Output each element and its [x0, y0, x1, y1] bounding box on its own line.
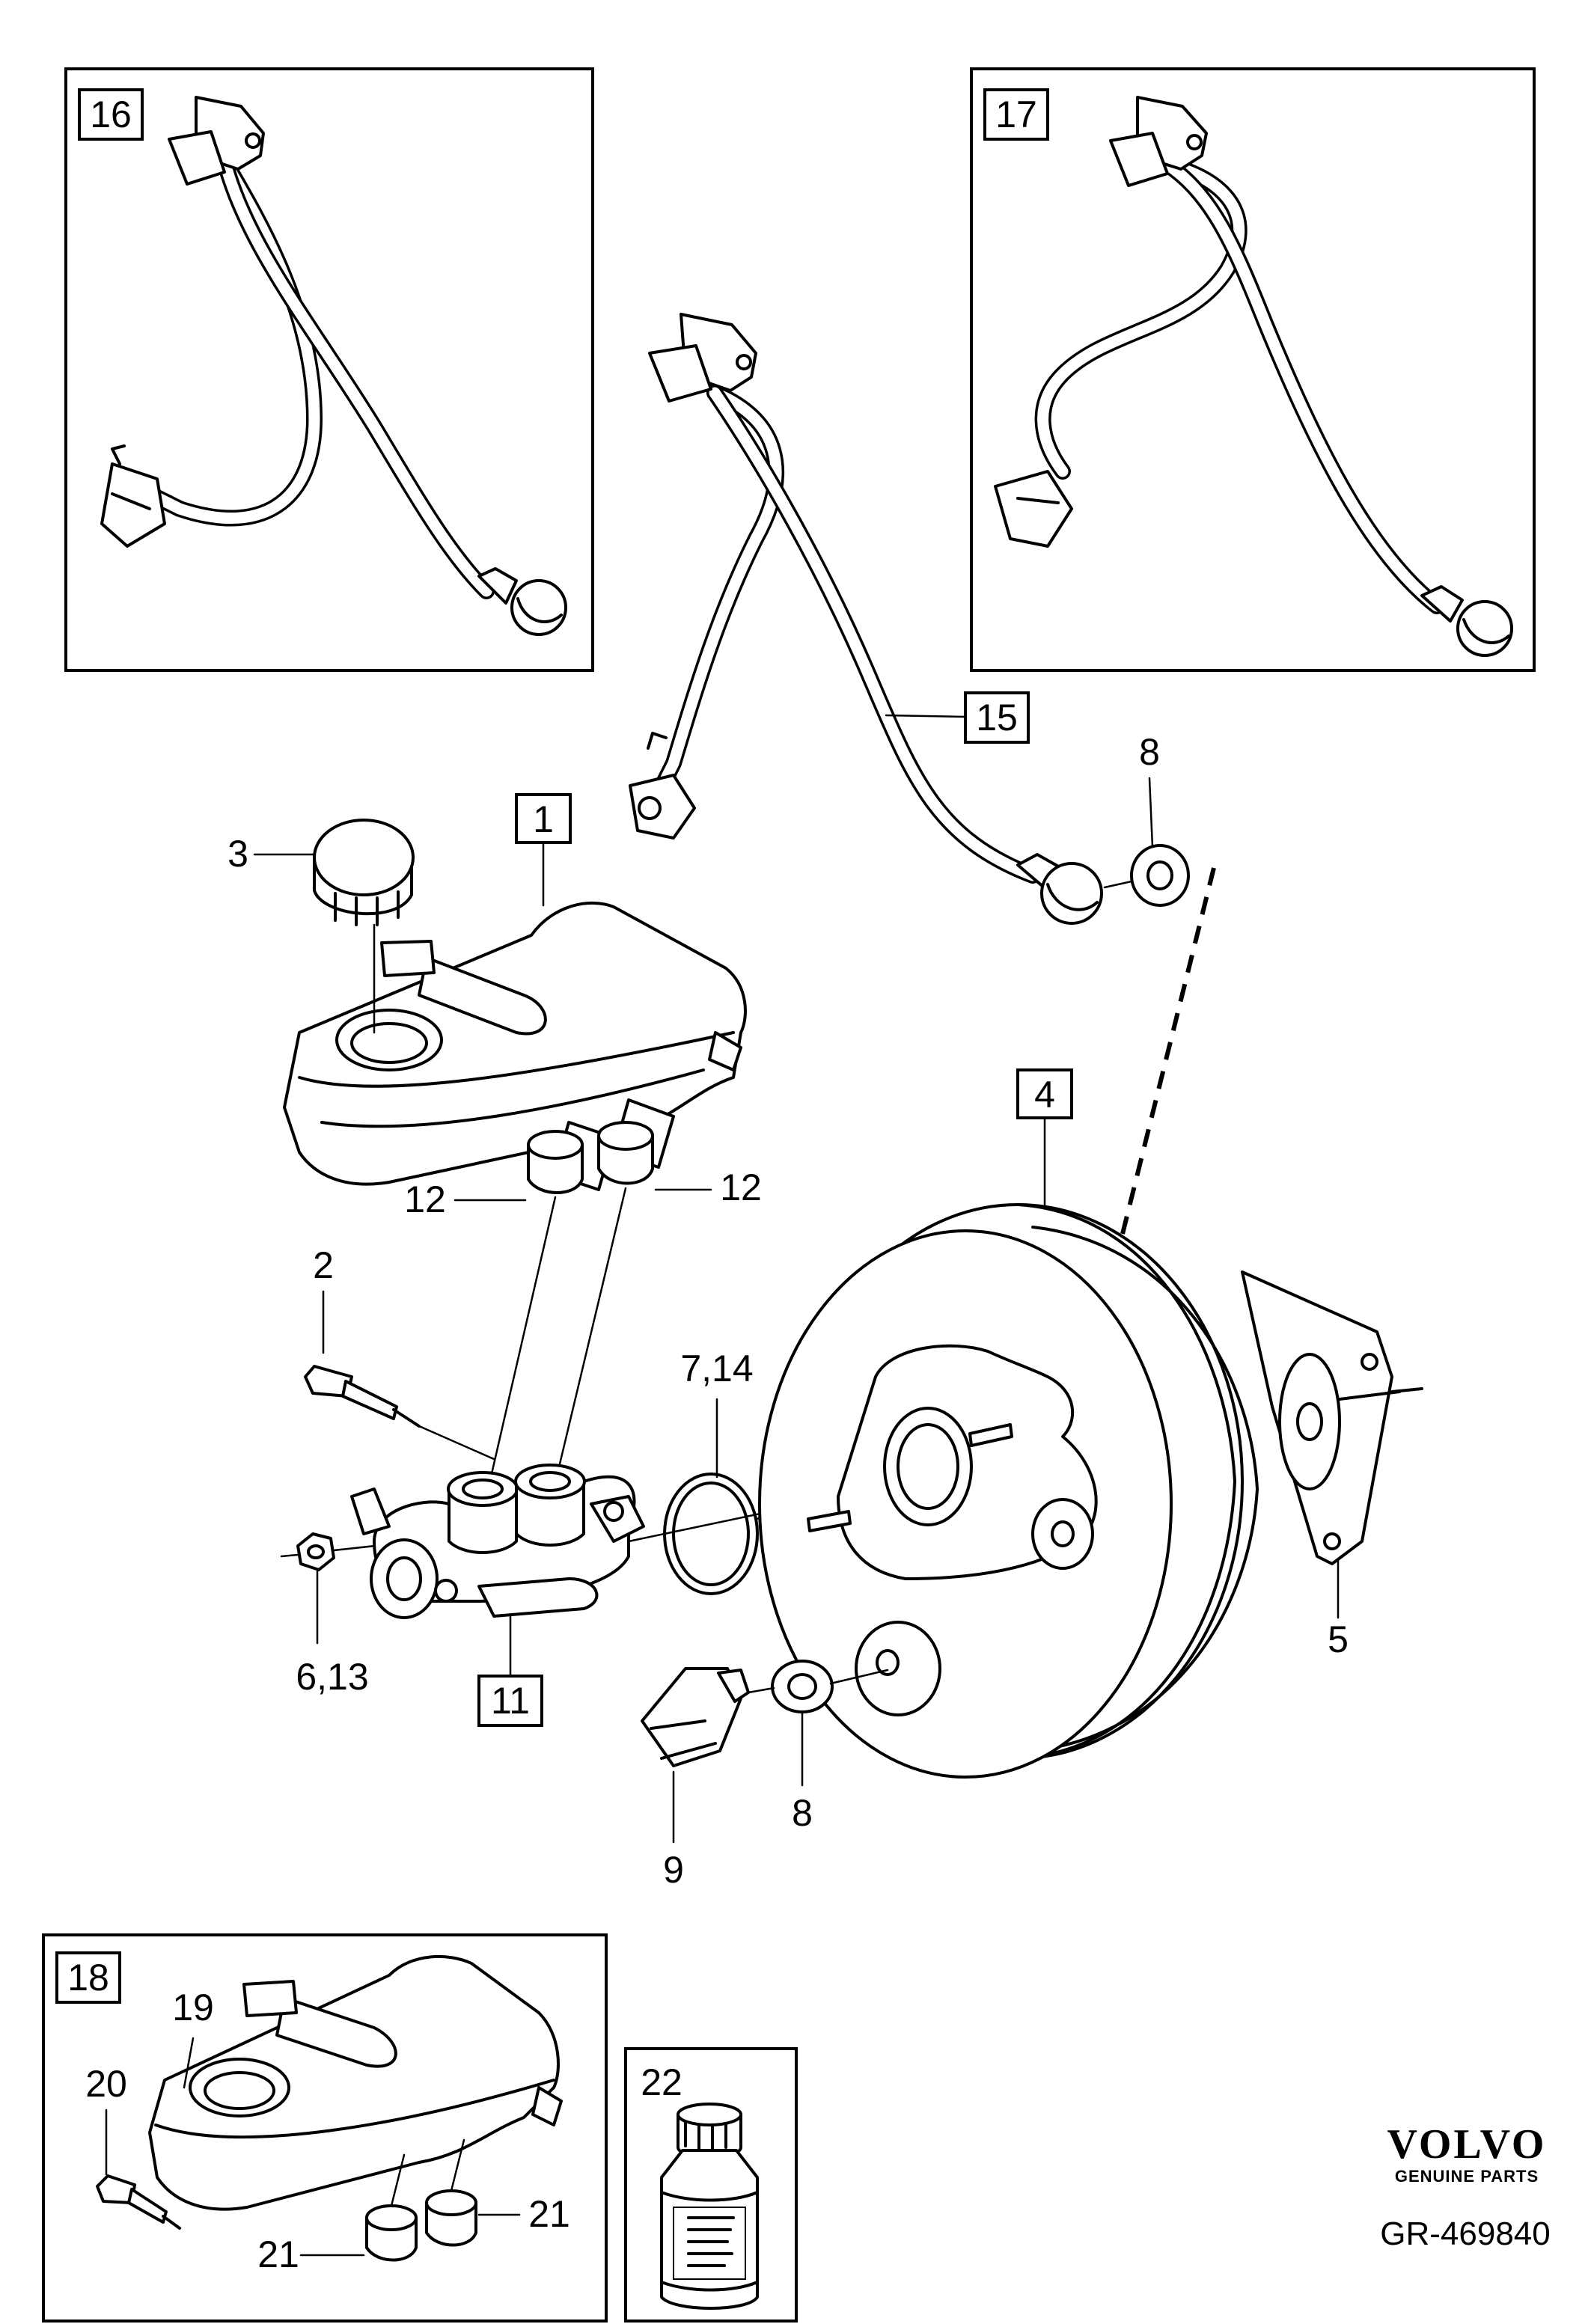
callout-7-14: 7,14: [680, 1348, 753, 1389]
inset-box-22: 22: [624, 2047, 798, 2323]
callout-17: 17: [995, 94, 1037, 135]
vacuum-hose-17: [994, 96, 1513, 657]
bolt-2: [304, 1365, 421, 1428]
vacuum-hose-15: [629, 313, 1103, 925]
callout-11: 11: [491, 1680, 530, 1722]
callout-21-right: 21: [528, 2193, 570, 2235]
inset-box-18: 18 19 20 21 21: [42, 1933, 608, 2323]
o-ring-7-14: [663, 1473, 759, 1595]
callout-box-18: [55, 1951, 121, 2004]
callout-15: 15: [976, 697, 1018, 739]
callout-19: 19: [172, 1987, 214, 2028]
inset-box-17: 17: [970, 67, 1536, 672]
master-cylinder-11: [350, 1464, 645, 1619]
seal-12-left: [527, 1130, 584, 1194]
callout-1: 1: [533, 798, 554, 840]
callout-22: 22: [641, 2061, 682, 2103]
callout-16: 16: [90, 94, 132, 135]
hose-connector: [629, 774, 696, 840]
callout-6-13: 6,13: [296, 1656, 368, 1698]
hose-connector: [994, 470, 1073, 548]
inset-box-16: 16: [64, 67, 594, 672]
callout-12-left: 12: [404, 1178, 446, 1220]
seal-12-right: [597, 1121, 654, 1185]
callout-21-left: 21: [257, 2233, 299, 2275]
reservoir-cap-3: [313, 819, 415, 1034]
diagram-reference-number: GR-469840: [1380, 2216, 1550, 2252]
brake-booster-4: [758, 1203, 1423, 1779]
grommet-8-bottom: [771, 1660, 834, 1713]
reservoir-19: [148, 1954, 563, 2211]
callout-8-bottom: 8: [792, 1792, 813, 1834]
callout-5: 5: [1328, 1618, 1349, 1660]
nut-6-13: [296, 1532, 335, 1571]
fluid-reservoir-1: [283, 901, 747, 1191]
volvo-logo: VOLVO: [1387, 2121, 1547, 2168]
callout-8-top: 8: [1139, 731, 1160, 773]
callout-9: 9: [663, 1849, 684, 1891]
hose-connector: [100, 462, 166, 548]
callout-box-16: [78, 88, 144, 141]
volvo-genuine-parts-logo: VOLVO GENUINE PARTS: [1387, 2121, 1547, 2186]
bolt-20: [96, 2174, 181, 2230]
vacuum-hose-16: [100, 96, 567, 636]
grommet-8-top: [1130, 844, 1190, 907]
brake-fluid-bottle: [660, 2103, 759, 2310]
reservoir-pipe: [418, 956, 547, 1036]
seal-21-right: [425, 2189, 477, 2247]
callout-18: 18: [67, 1957, 109, 1999]
genuine-parts-tagline: GENUINE PARTS: [1395, 2167, 1539, 2186]
callout-3: 3: [227, 833, 248, 875]
callout-4: 4: [1034, 1074, 1055, 1116]
callout-box-17: [983, 88, 1049, 141]
callout-2: 2: [313, 1244, 334, 1286]
callout-12-right: 12: [720, 1166, 762, 1208]
callout-20: 20: [85, 2063, 127, 2105]
sensor-9: [641, 1667, 750, 1767]
seal-21-left: [365, 2204, 418, 2262]
